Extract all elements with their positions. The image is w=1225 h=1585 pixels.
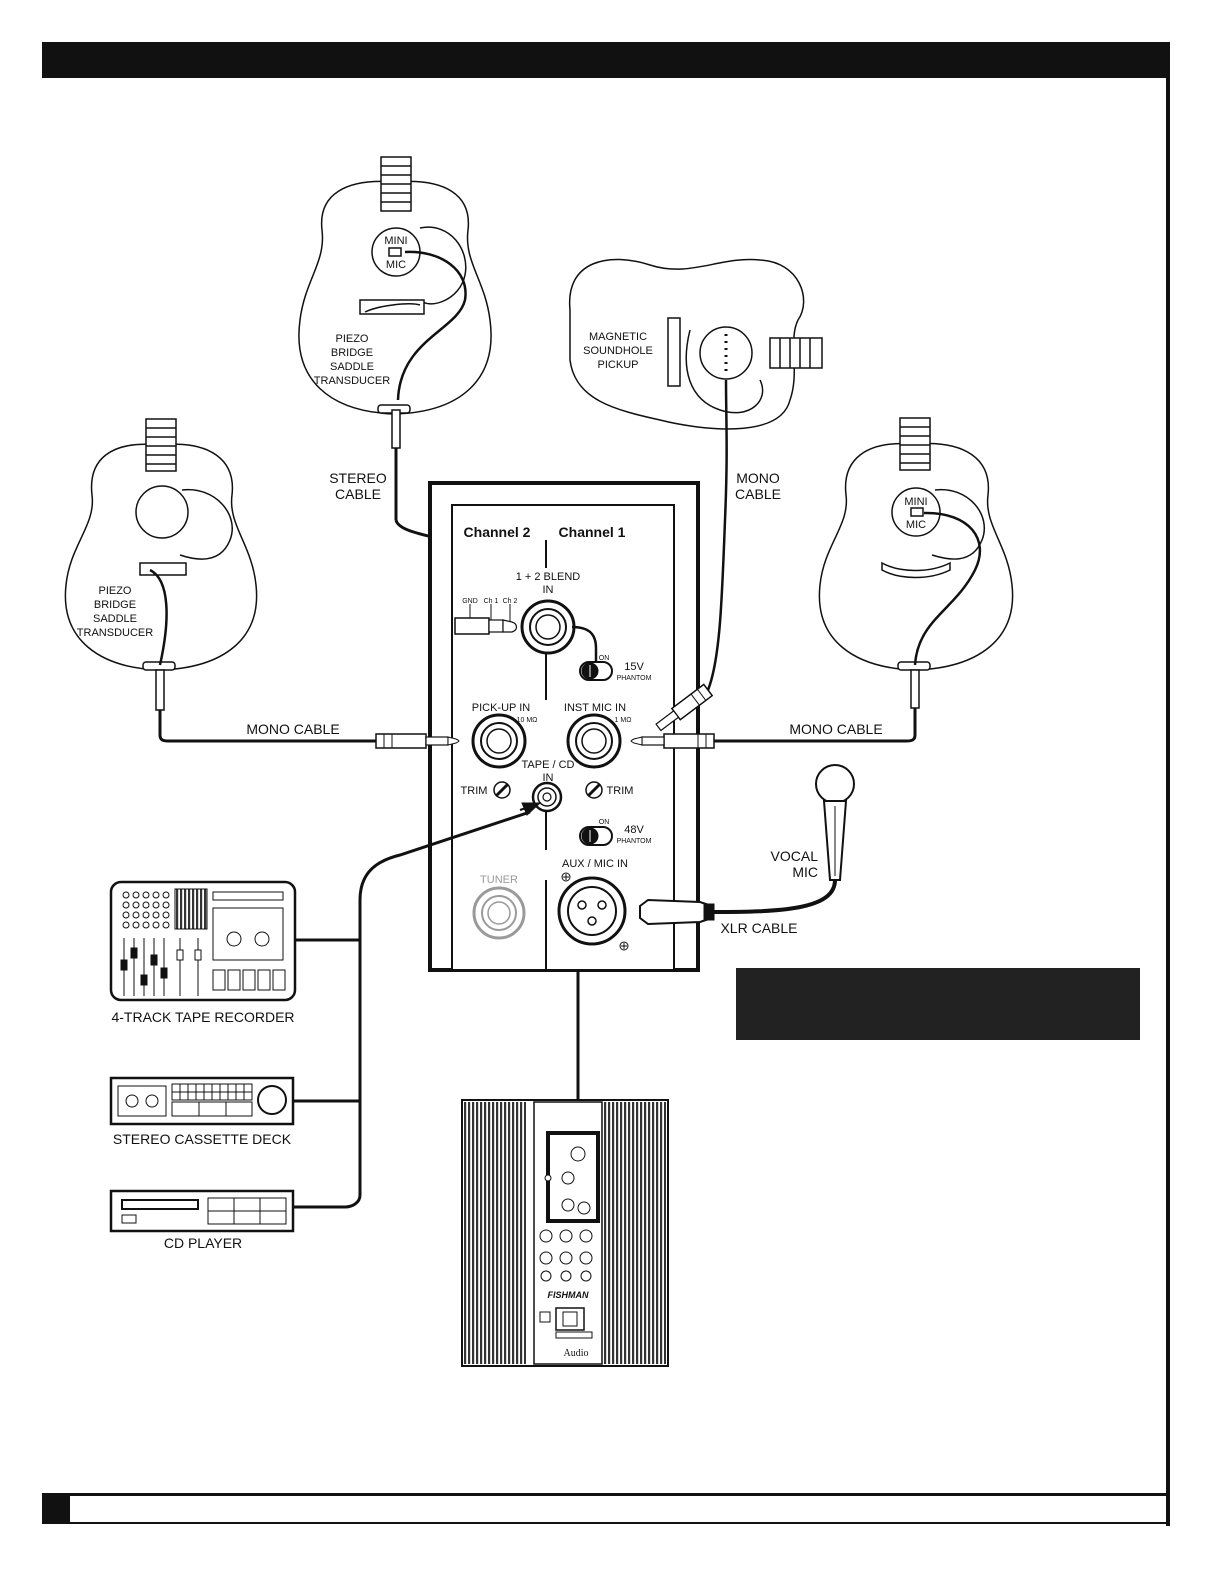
- cd-player: [109, 1189, 295, 1233]
- piezo-label-left: PIEZO BRIDGE SADDLE TRANSDUCER: [77, 585, 153, 639]
- inst-mic-in-label: INST MIC IN: [564, 702, 626, 714]
- mono-cable-left-label: MONO CABLE: [246, 721, 339, 737]
- footer-rule-lower: [42, 1522, 1170, 1524]
- svg-text:PICKUP: PICKUP: [598, 359, 639, 371]
- svg-text:VOCAL: VOCAL: [771, 848, 819, 864]
- svg-text:MONO: MONO: [736, 470, 780, 486]
- tuner-label: TUNER: [480, 874, 518, 886]
- phantom-48v-switch[interactable]: [579, 826, 613, 846]
- cassette-deck: [109, 1076, 295, 1126]
- cassette-deck-label: STEREO CASSETTE DECK: [113, 1131, 292, 1147]
- page-number-tab: [42, 1493, 70, 1524]
- mini-mic-right-bottom: MIC: [906, 519, 926, 531]
- tape-recorder-label: 4-TRACK TAPE RECORDER: [111, 1009, 294, 1025]
- channel2-label: Channel 2: [464, 524, 531, 540]
- mono-cable-right-label: MONO CABLE: [789, 721, 882, 737]
- blend-in-jack: [520, 599, 598, 662]
- magnetic-label: MAGNETIC SOUNDHOLE PICKUP: [583, 331, 653, 371]
- amp-brand-label: FISHMAN: [548, 1290, 589, 1300]
- amplifier: [461, 1099, 669, 1367]
- tape-cd-in-jack: [531, 781, 563, 813]
- trim-label-left: TRIM: [461, 785, 488, 797]
- trim-knob-right[interactable]: [585, 781, 603, 799]
- mono-cable-top-label: MONO CABLE: [735, 470, 781, 502]
- trs-plug-diagram: [454, 604, 518, 635]
- svg-text:PIEZO: PIEZO: [98, 585, 131, 597]
- mono-plug-right: [630, 733, 715, 749]
- stereo-cable-label: STEREO CABLE: [329, 470, 387, 502]
- trim-knob-left[interactable]: [493, 781, 511, 799]
- svg-text:BRIDGE: BRIDGE: [331, 347, 373, 359]
- piezo-label-top: PIEZO BRIDGE SADDLE TRANSDUCER: [314, 333, 390, 387]
- mini-mic-label-top: MINI: [384, 235, 407, 247]
- svg-text:SOUNDHOLE: SOUNDHOLE: [583, 345, 653, 357]
- phantom-15v-label: 15V PHANTOM: [617, 661, 652, 682]
- phantom-15v-switch[interactable]: [579, 661, 613, 681]
- trim-label-right: TRIM: [607, 785, 634, 797]
- svg-text:CABLE: CABLE: [735, 486, 781, 502]
- gnd-label: GND: [462, 598, 478, 605]
- mono-plug-left: [375, 733, 460, 749]
- amp-audio-logo: Audio: [564, 1348, 589, 1359]
- mini-mic-label-bottom: MIC: [386, 259, 406, 271]
- guitar-magnetic: [569, 258, 823, 691]
- channel1-label: Channel 1: [559, 524, 626, 540]
- callout-box: [736, 968, 1140, 1040]
- svg-text:BRIDGE: BRIDGE: [94, 599, 136, 611]
- svg-text:IN: IN: [543, 772, 554, 784]
- svg-text:TRANSDUCER: TRANSDUCER: [77, 627, 153, 639]
- svg-text:15V: 15V: [624, 661, 644, 673]
- tape-recorder: [109, 880, 297, 1002]
- svg-text:MIC: MIC: [792, 864, 818, 880]
- aux-mic-in-label: AUX / MIC IN: [562, 858, 628, 870]
- xlr-cable-label: XLR CABLE: [720, 920, 797, 936]
- pickup-in-jack: [471, 713, 527, 769]
- page-border-right: [1166, 42, 1170, 1526]
- mono-plug-magnetic: [655, 683, 714, 732]
- mic-impedance-label: 1 MΩ: [615, 717, 632, 724]
- tape-cd-in-label: TAPE / CD IN: [522, 759, 575, 784]
- svg-text:PHANTOM: PHANTOM: [617, 838, 652, 845]
- xlr-plug: [639, 898, 715, 926]
- guitar-right: [712, 417, 1014, 743]
- mini-mic-right-top: MINI: [904, 496, 927, 508]
- vocal-mic: [711, 764, 855, 914]
- svg-text:TAPE / CD: TAPE / CD: [522, 759, 575, 771]
- inst-mic-in-jack: [566, 713, 622, 769]
- on-label-48v: ON: [599, 819, 610, 826]
- ch1-small-label: Ch 1: [484, 598, 499, 605]
- svg-text:CABLE: CABLE: [335, 486, 381, 502]
- phantom-48v-label: 48V PHANTOM: [617, 824, 652, 845]
- blend-in-label: 1 + 2 BLEND IN: [516, 571, 581, 596]
- svg-text:PHANTOM: PHANTOM: [617, 675, 652, 682]
- pickup-in-label: PICK-UP IN: [472, 702, 531, 714]
- svg-text:1 + 2 BLEND: 1 + 2 BLEND: [516, 571, 581, 583]
- xlr-input-jack: [557, 872, 629, 951]
- ch2-small-label: Ch 2: [503, 598, 518, 605]
- on-label-15v: ON: [599, 655, 610, 662]
- tuner-jack: [472, 886, 526, 940]
- pickup-impedance-label: 10 MΩ: [517, 717, 538, 724]
- header-bar: [42, 42, 1170, 78]
- guitar-left: [64, 418, 378, 743]
- guitar-top-center: [298, 156, 492, 520]
- svg-text:48V: 48V: [624, 824, 644, 836]
- svg-text:STEREO: STEREO: [329, 470, 387, 486]
- footer-rule: [42, 1493, 1170, 1496]
- svg-text:MAGNETIC: MAGNETIC: [589, 331, 647, 343]
- source-cables: [293, 802, 542, 1209]
- vocal-mic-label: VOCAL MIC: [771, 848, 819, 880]
- svg-text:SADDLE: SADDLE: [93, 613, 137, 625]
- svg-text:PIEZO: PIEZO: [335, 333, 368, 345]
- cd-player-label: CD PLAYER: [164, 1235, 242, 1251]
- svg-text:SADDLE: SADDLE: [330, 361, 374, 373]
- svg-text:IN: IN: [543, 584, 554, 596]
- svg-text:TRANSDUCER: TRANSDUCER: [314, 375, 390, 387]
